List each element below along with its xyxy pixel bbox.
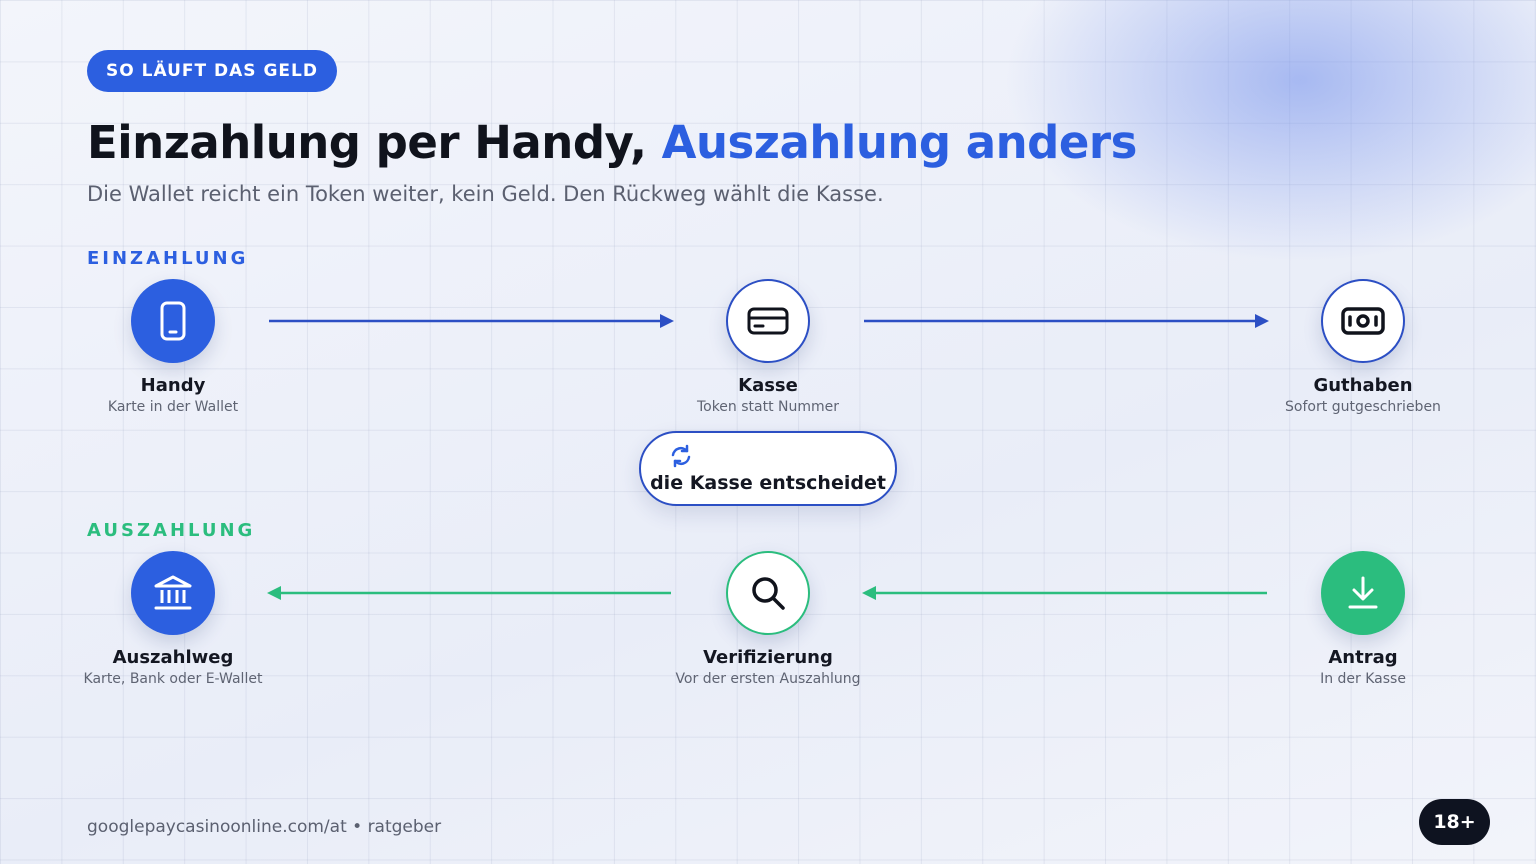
node-subtitle: Token statt Nummer: [696, 399, 840, 415]
node-guthaben: Guthaben Sofort gutgeschrieben: [1253, 279, 1473, 415]
node-kasse: Kasse Token statt Nummer: [658, 279, 878, 415]
download-icon: [1348, 576, 1378, 609]
node-subtitle: Vor der ersten Auszahlung: [675, 671, 861, 687]
page-title: Einzahlung per Handy, Auszahlung anders: [87, 116, 1137, 169]
node-antrag: Antrag In der Kasse: [1253, 551, 1473, 687]
node-handy: Handy Karte in der Wallet: [63, 279, 283, 415]
decision-text: die Kasse entscheidet: [650, 472, 886, 494]
node-verifizierung: Verifizierung Vor der ersten Auszahlung: [658, 551, 878, 687]
verifizierung-circle: [726, 551, 810, 635]
antrag-circle: [1321, 551, 1405, 635]
search-icon: [752, 577, 785, 610]
node-title: Handy: [140, 375, 206, 396]
section-badge: SO LÄUFT DAS GELD: [87, 50, 337, 92]
arrow-handy-to-kasse: [269, 314, 674, 328]
auszahlung-label: AUSZAHLUNG: [87, 520, 256, 541]
decision-pill: die Kasse entscheidet: [639, 431, 897, 506]
age-badge: 18+: [1419, 799, 1490, 845]
handy-circle: [131, 279, 215, 363]
page-subtitle: Die Wallet reicht ein Token weiter, kein…: [87, 182, 884, 206]
node-title: Antrag: [1328, 647, 1398, 668]
arrow-antrag-to-verifizierung: [862, 586, 1267, 600]
title-accent: Auszahlung anders: [661, 116, 1138, 169]
node-auszahlweg: Auszahlweg Karte, Bank oder E-Wallet: [63, 551, 283, 687]
node-title: Kasse: [738, 375, 798, 396]
arrow-verifizierung-to-auszahlweg: [267, 586, 671, 600]
credit-card-icon: [747, 307, 789, 335]
node-subtitle: In der Kasse: [1320, 671, 1406, 687]
node-title: Guthaben: [1313, 375, 1413, 396]
smartphone-icon: [160, 301, 186, 341]
node-subtitle: Karte, Bank oder E-Wallet: [83, 671, 263, 687]
auszahlweg-circle: [131, 551, 215, 635]
footer-source: googlepaycasinoonline.com/at • ratgeber: [87, 817, 442, 837]
refresh-cycle-icon: [671, 444, 691, 468]
node-title: Verifizierung: [703, 647, 833, 668]
title-main: Einzahlung per Handy,: [87, 116, 647, 169]
kasse-circle: [726, 279, 810, 363]
node-subtitle: Sofort gutgeschrieben: [1285, 399, 1441, 415]
node-title: Auszahlweg: [112, 647, 234, 668]
banknote-icon: [1341, 307, 1385, 335]
einzahlung-label: EINZAHLUNG: [87, 248, 249, 269]
node-subtitle: Karte in der Wallet: [107, 399, 239, 415]
guthaben-circle: [1321, 279, 1405, 363]
arrow-kasse-to-guthaben: [864, 314, 1269, 328]
bank-icon: [154, 575, 192, 610]
